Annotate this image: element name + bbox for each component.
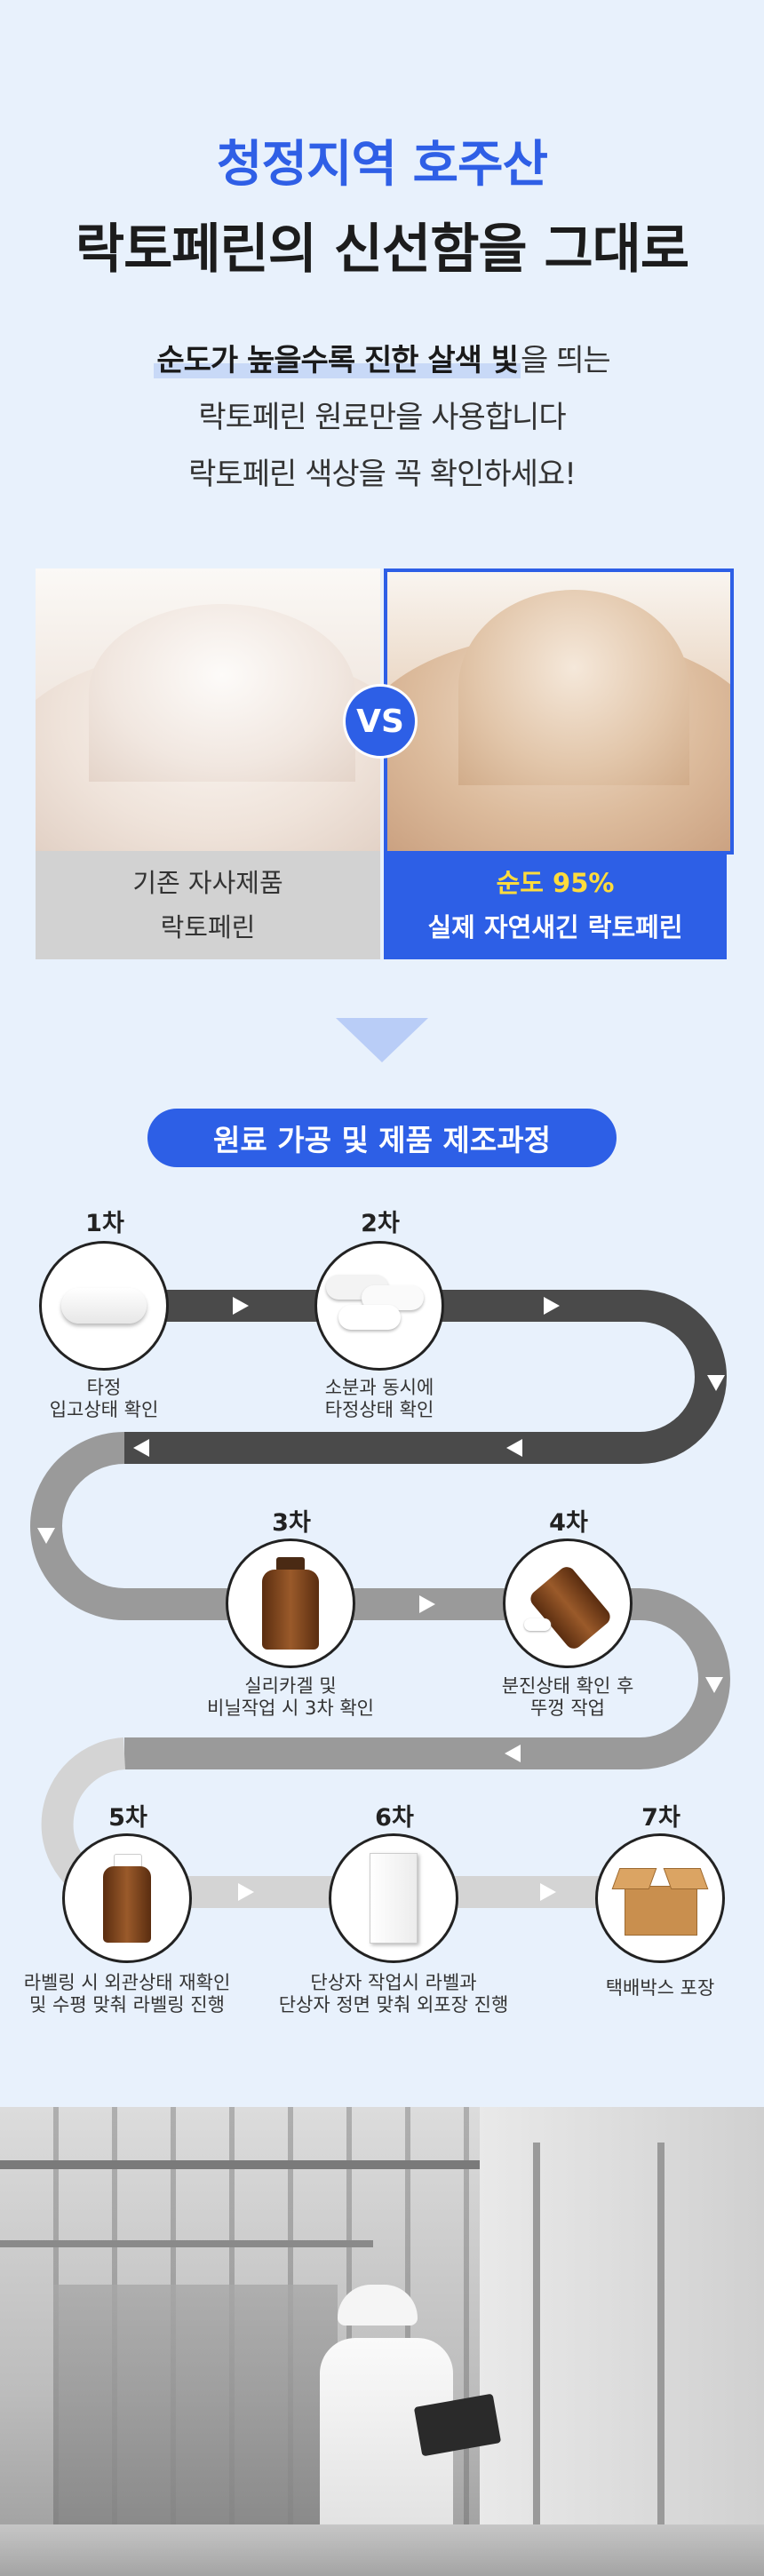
step-5-caption: 라벨링 시 외관상태 재확인 및 수평 맞춰 라벨링 진행 <box>12 1972 243 2016</box>
step-2-caption: 소분과 동시에 타정상태 확인 <box>264 1377 495 1421</box>
step-6-caption-line-2: 단상자 정면 맞춰 외포장 진행 <box>278 1994 509 2015</box>
step-2-caption-line-2: 타정상태 확인 <box>324 1399 434 1420</box>
step-4-caption: 분진상태 확인 후 뚜껑 작업 <box>452 1675 683 1720</box>
step-4-caption-line-2: 뚜껑 작업 <box>530 1697 605 1719</box>
pure-label-line-2: 실제 자연새긴 락토페린 <box>427 912 683 942</box>
step-3-number: 3차 <box>272 1509 311 1537</box>
worker-cap <box>338 2285 418 2326</box>
vs-badge: VS <box>343 684 418 759</box>
step-5-caption-line-2: 및 수평 맞춰 라벨링 진행 <box>29 1994 225 2015</box>
road-arrow-icon <box>705 1677 723 1693</box>
step-4-caption-line-1: 분진상태 확인 후 <box>501 1675 634 1697</box>
tablet-icon <box>61 1288 147 1324</box>
process-road <box>30 1290 730 1908</box>
tipped-bottle-icon <box>519 1563 617 1652</box>
road-arrow-icon <box>419 1595 435 1613</box>
step-2-image <box>314 1241 444 1371</box>
description-line-1-rest: 을 띄는 <box>521 343 611 378</box>
step-1-caption: 타정 입고상태 확인 <box>0 1377 219 1421</box>
step-3-caption-line-1: 실리카겔 및 <box>244 1675 337 1697</box>
step-4-image <box>503 1538 633 1668</box>
step-5-image <box>62 1833 192 1963</box>
description-line-1: 순도가 높을수록 진한 살색 빛을 띄는 <box>0 336 764 379</box>
headline-main: 락토페린의 신선함을 그대로 <box>75 219 689 281</box>
step-5-caption-line-1: 라벨링 시 외관상태 재확인 <box>23 1972 231 1993</box>
step-2-number: 2차 <box>361 1210 400 1237</box>
road-arrow-icon <box>238 1883 254 1901</box>
step-3-image <box>226 1538 355 1668</box>
existing-label-line-1: 기존 자사제품 <box>132 868 283 898</box>
tablets-icon <box>326 1275 433 1337</box>
existing-product-label: 기존 자사제품 락토페린 <box>36 851 380 959</box>
description-highlight: 순도가 높을수록 진한 살색 빛 <box>154 343 521 378</box>
road-arrow-icon <box>707 1375 725 1391</box>
road-arrow-icon <box>540 1883 556 1901</box>
delivery-box-icon <box>611 1863 709 1936</box>
process-title-pill: 원료 가공 및 제품 제조과정 <box>147 1109 617 1167</box>
road-arrow-icon <box>133 1439 149 1457</box>
step-2-caption-line-1: 소분과 동시에 <box>324 1377 434 1398</box>
step-1-caption-line-1: 타정 <box>86 1377 122 1398</box>
pure-powder-image <box>384 568 734 855</box>
road-arrow-icon <box>506 1439 522 1457</box>
step-5-number: 5차 <box>108 1804 147 1832</box>
step-7-image <box>595 1833 725 1963</box>
step-6-caption: 단상자 작업시 라벨과 단상자 정면 맞춰 외포장 진행 <box>260 1972 527 2016</box>
step-4-number: 4차 <box>549 1509 588 1537</box>
step-6-number: 6차 <box>375 1804 414 1832</box>
step-1-image <box>39 1241 169 1371</box>
existing-label-line-2: 락토페린 <box>160 912 256 942</box>
product-box-icon <box>370 1853 418 1944</box>
road-arrow-icon <box>544 1297 560 1315</box>
step-7-caption: 택배박스 포장 <box>545 1977 764 2000</box>
headline-top: 청정지역 호주산 <box>216 136 548 194</box>
description-line-2: 락토페린 원료만을 사용합니다 <box>198 400 566 435</box>
step-7-caption-line-1: 택배박스 포장 <box>605 1977 715 1999</box>
purity-label: 순도 95% <box>496 868 615 898</box>
step-7-number: 7차 <box>641 1804 680 1832</box>
factory-photo <box>0 2107 764 2576</box>
step-6-caption-line-1: 단상자 작업시 라벨과 <box>310 1972 477 1993</box>
description-line-3: 락토페린 색상을 꼭 확인하세요! <box>188 457 577 492</box>
step-6-image <box>329 1833 458 1963</box>
road-arrow-icon <box>505 1745 521 1762</box>
labeled-bottle-icon <box>103 1854 151 1943</box>
bottle-icon <box>262 1557 319 1650</box>
road-arrow-icon <box>233 1297 249 1315</box>
step-3-caption: 실리카겔 및 비닐작업 시 3차 확인 <box>175 1675 406 1720</box>
down-arrow-icon <box>336 1018 428 1062</box>
step-1-number: 1차 <box>85 1210 124 1237</box>
step-1-caption-line-2: 입고상태 확인 <box>49 1399 159 1420</box>
existing-powder-image <box>36 568 380 851</box>
step-3-caption-line-2: 비닐작업 시 3차 확인 <box>207 1697 374 1719</box>
pure-product-label: 순도 95% 실제 자연새긴 락토페린 <box>384 851 727 959</box>
road-arrow-icon <box>37 1528 55 1544</box>
